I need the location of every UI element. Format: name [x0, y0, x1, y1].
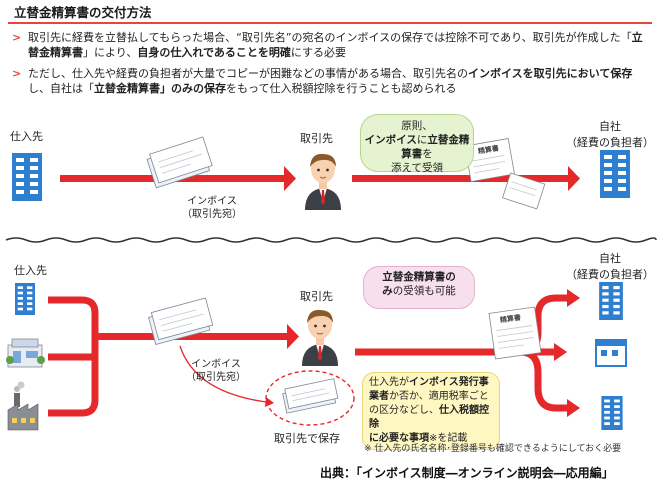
bullet-1: > 取引先に経費を立替払してもらった場合、“取引先名”の宛名のインボイスの保存で… — [12, 30, 648, 60]
lower-own-building-2 — [595, 339, 627, 367]
lower-partner-label: 取引先 — [300, 290, 333, 303]
lower-supplier-label: 仕入先 — [14, 264, 47, 277]
upper-bubble-line1: 原則、 — [401, 120, 433, 132]
bullet-1-text2: 」により、 — [83, 46, 138, 59]
note-line4: に必要な事項※を記載 — [369, 432, 493, 446]
lower-supplier-factory — [7, 381, 39, 431]
lower-invoice-title: インボイス — [191, 359, 241, 370]
upper-invoice-sub: （取引先宛） — [182, 209, 242, 220]
lower-invoice-label: インボイス （取引先宛） — [176, 358, 256, 384]
lower-bubble-line1: 立替金精算書の — [382, 271, 456, 283]
bullet-marker: > — [12, 31, 22, 44]
upper-flow-arrow-2 — [352, 166, 580, 191]
note-bold1: インボイス発行事 — [409, 377, 489, 388]
section-divider — [5, 237, 657, 243]
upper-invoice-stack — [146, 136, 213, 189]
note-line1: 仕入先がインボイス発行事 — [369, 376, 493, 390]
note-text3: の区分などし、 — [369, 405, 439, 416]
bullet-1-bold2: 自身の仕入れであることを明確 — [137, 46, 291, 59]
lower-storage-circle — [265, 370, 355, 426]
lower-supplier-bracket — [48, 296, 99, 417]
note-line3: の区分などし、仕入税額控除 — [369, 404, 493, 432]
title-underline — [8, 22, 652, 24]
note-bold2: 業者 — [369, 391, 389, 402]
bullet-1-text: 取引先に経費を立替払してもらった場合、“取引先名”の宛名のインボイスの保存では控… — [28, 31, 632, 44]
lower-note-box: 仕入先がインボイス発行事 業者か否か、適用税率ごと の区分などし、仕入税額控除 … — [362, 372, 500, 450]
bullet-2-bold2: 立替金精算書」のみの保存 — [94, 82, 226, 95]
lower-invoice-sub: （取引先宛） — [186, 372, 246, 383]
lower-own-building-3 — [601, 396, 623, 430]
upper-own-label: 自社 （経費の負担者） — [560, 118, 660, 150]
upper-bubble-line2: インボイスに立替金精算書を — [361, 133, 473, 161]
lower-storage-label: 取引先で保存 — [274, 432, 340, 445]
lower-bubble-text: の受領も可能 — [392, 285, 456, 297]
upper-bubble: 原則、 インボイスに立替金精算書を 添えて受領 — [360, 114, 474, 174]
note-text1: 仕入先が — [369, 377, 409, 388]
bullet-2-text: ただし、仕入先や経費の負担者が大量でコピーが困難などの事情がある場合、取引先名の — [28, 67, 468, 80]
bullet-1-bold: 立替金精算書 — [28, 31, 643, 59]
note-bold3: 仕入税額控除 — [369, 405, 489, 430]
bullet-2-text3: をもって仕入税額控除を行うことも認められる — [226, 82, 457, 95]
page-title: 立替金精算書の交付方法 — [14, 5, 152, 20]
bullet-2-bold: インボイスを取引先において保存 — [468, 67, 633, 80]
lower-bubble-bold: み — [382, 285, 393, 297]
upper-settlement-docs — [464, 138, 546, 210]
bullet-1-text3: にする必要 — [290, 46, 347, 59]
lower-own-building-1 — [599, 282, 623, 320]
upper-invoice-title: インボイス — [187, 196, 237, 207]
bullet-2-text2: し、自社は「 — [28, 82, 94, 95]
lower-flow-arrow-1 — [95, 324, 299, 349]
upper-partner-person — [304, 153, 342, 210]
lower-partner-person — [301, 309, 339, 366]
upper-bubble-line4: 添えて受領 — [391, 162, 443, 174]
upper-own-sub: （経費の負担者） — [566, 136, 654, 149]
upper-bubble-text3: を — [422, 148, 433, 160]
upper-partner-label: 取引先 — [300, 132, 333, 145]
lower-own-sub: （経費の負担者） — [566, 268, 654, 281]
lower-invoice-stack — [148, 297, 214, 345]
upper-supplier-building — [12, 153, 42, 201]
note-text4: ※を記載 — [429, 433, 468, 444]
source-citation: 出典：「インボイス制度―オンライン説明会―応用編」 — [320, 466, 614, 480]
note-bold4: に必要な事項 — [369, 433, 429, 444]
lower-own-label: 自社 （経費の負担者） — [560, 250, 660, 282]
lower-supplier-store — [6, 338, 45, 368]
upper-bubble-bold1: インボイス — [364, 134, 417, 146]
upper-own-name: 自社 — [599, 120, 621, 133]
upper-own-building — [600, 150, 630, 198]
lower-bubble: 立替金精算書の みの受領も可能 — [363, 266, 475, 309]
lower-footnote: ※ 仕入先の氏名名称･登録番号も確認できるようにしておく必要 — [364, 444, 622, 454]
lower-supplier-building — [15, 283, 35, 315]
upper-invoice-label: インボイス （取引先宛） — [172, 195, 252, 221]
lower-settlement-doc — [488, 306, 542, 360]
lower-own-name: 自社 — [599, 252, 621, 265]
upper-supplier-label: 仕入先 — [10, 130, 43, 143]
upper-bubble-bold2: 立替金精算書 — [401, 134, 470, 160]
lower-bubble-line2: みの受領も可能 — [364, 284, 474, 298]
note-text2: か否か、適用税率ごと — [389, 391, 489, 402]
upper-bubble-text2: に — [416, 134, 428, 146]
note-line2: 業者か否か、適用税率ごと — [369, 390, 493, 404]
bullet-2: > ただし、仕入先や経費の負担者が大量でコピーが困難などの事情がある場合、取引先… — [12, 66, 648, 96]
bullet-marker: > — [12, 67, 22, 80]
